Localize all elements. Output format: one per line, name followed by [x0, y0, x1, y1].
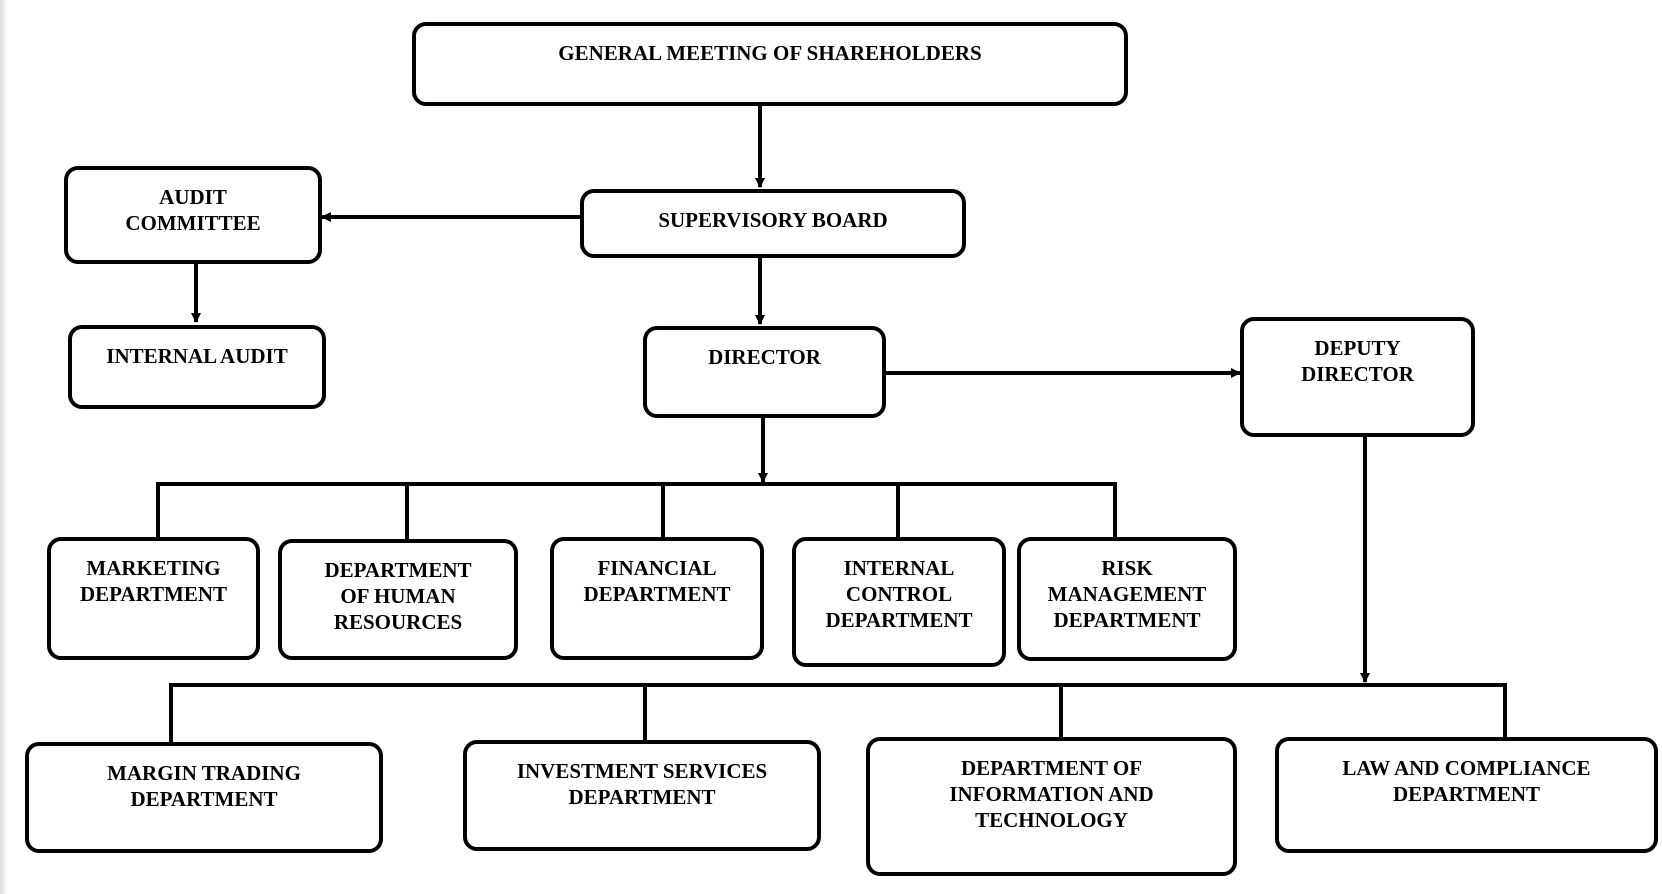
marketing-department-box: MARKETING DEPARTMENT — [47, 537, 260, 660]
director-label: DIRECTOR — [708, 345, 821, 369]
information-technology-department-box: DEPARTMENT OF INFORMATION AND TECHNOLOGY — [866, 737, 1237, 876]
risk-management-department-box: RISK MANAGEMENT DEPARTMENT — [1017, 537, 1237, 661]
deputy-director-label: DEPUTY DIRECTOR — [1301, 336, 1414, 386]
financial-department-label: FINANCIAL DEPARTMENT — [583, 556, 731, 606]
internal-audit-box: INTERNAL AUDIT — [68, 325, 326, 409]
audit-committee-box: AUDIT COMMITTEE — [64, 166, 322, 264]
audit-committee-label: AUDIT COMMITTEE — [125, 185, 261, 235]
financial-department-box: FINANCIAL DEPARTMENT — [550, 537, 764, 660]
margin-trading-department-box: MARGIN TRADING DEPARTMENT — [25, 742, 383, 853]
internal-control-department-label: INTERNAL CONTROL DEPARTMENT — [825, 556, 973, 632]
information-technology-department-label: DEPARTMENT OF INFORMATION AND TECHNOLOGY — [949, 756, 1154, 832]
margin-trading-department-label: MARGIN TRADING DEPARTMENT — [107, 761, 301, 811]
general-meeting-label: GENERAL MEETING OF SHAREHOLDERS — [558, 41, 982, 65]
internal-control-department-box: INTERNAL CONTROL DEPARTMENT — [792, 537, 1006, 667]
general-meeting-box: GENERAL MEETING OF SHAREHOLDERS — [412, 22, 1128, 106]
supervisory-board-label: SUPERVISORY BOARD — [658, 208, 888, 232]
risk-management-department-label: RISK MANAGEMENT DEPARTMENT — [1047, 556, 1207, 632]
internal-audit-label: INTERNAL AUDIT — [106, 344, 288, 368]
marketing-department-label: MARKETING DEPARTMENT — [79, 556, 228, 606]
supervisory-board-box: SUPERVISORY BOARD — [580, 189, 966, 258]
human-resources-department-label: DEPARTMENT OF HUMAN RESOURCES — [324, 558, 472, 634]
law-compliance-department-label: LAW AND COMPLIANCE DEPARTMENT — [1342, 756, 1591, 806]
deputy-director-box: DEPUTY DIRECTOR — [1240, 317, 1475, 437]
law-compliance-department-box: LAW AND COMPLIANCE DEPARTMENT — [1275, 737, 1658, 853]
page-left-edge-shadow — [0, 0, 8, 894]
investment-services-department-box: INVESTMENT SERVICES DEPARTMENT — [463, 740, 821, 851]
human-resources-department-box: DEPARTMENT OF HUMAN RESOURCES — [278, 539, 518, 660]
investment-services-department-label: INVESTMENT SERVICES DEPARTMENT — [516, 759, 768, 809]
director-box: DIRECTOR — [643, 326, 886, 418]
